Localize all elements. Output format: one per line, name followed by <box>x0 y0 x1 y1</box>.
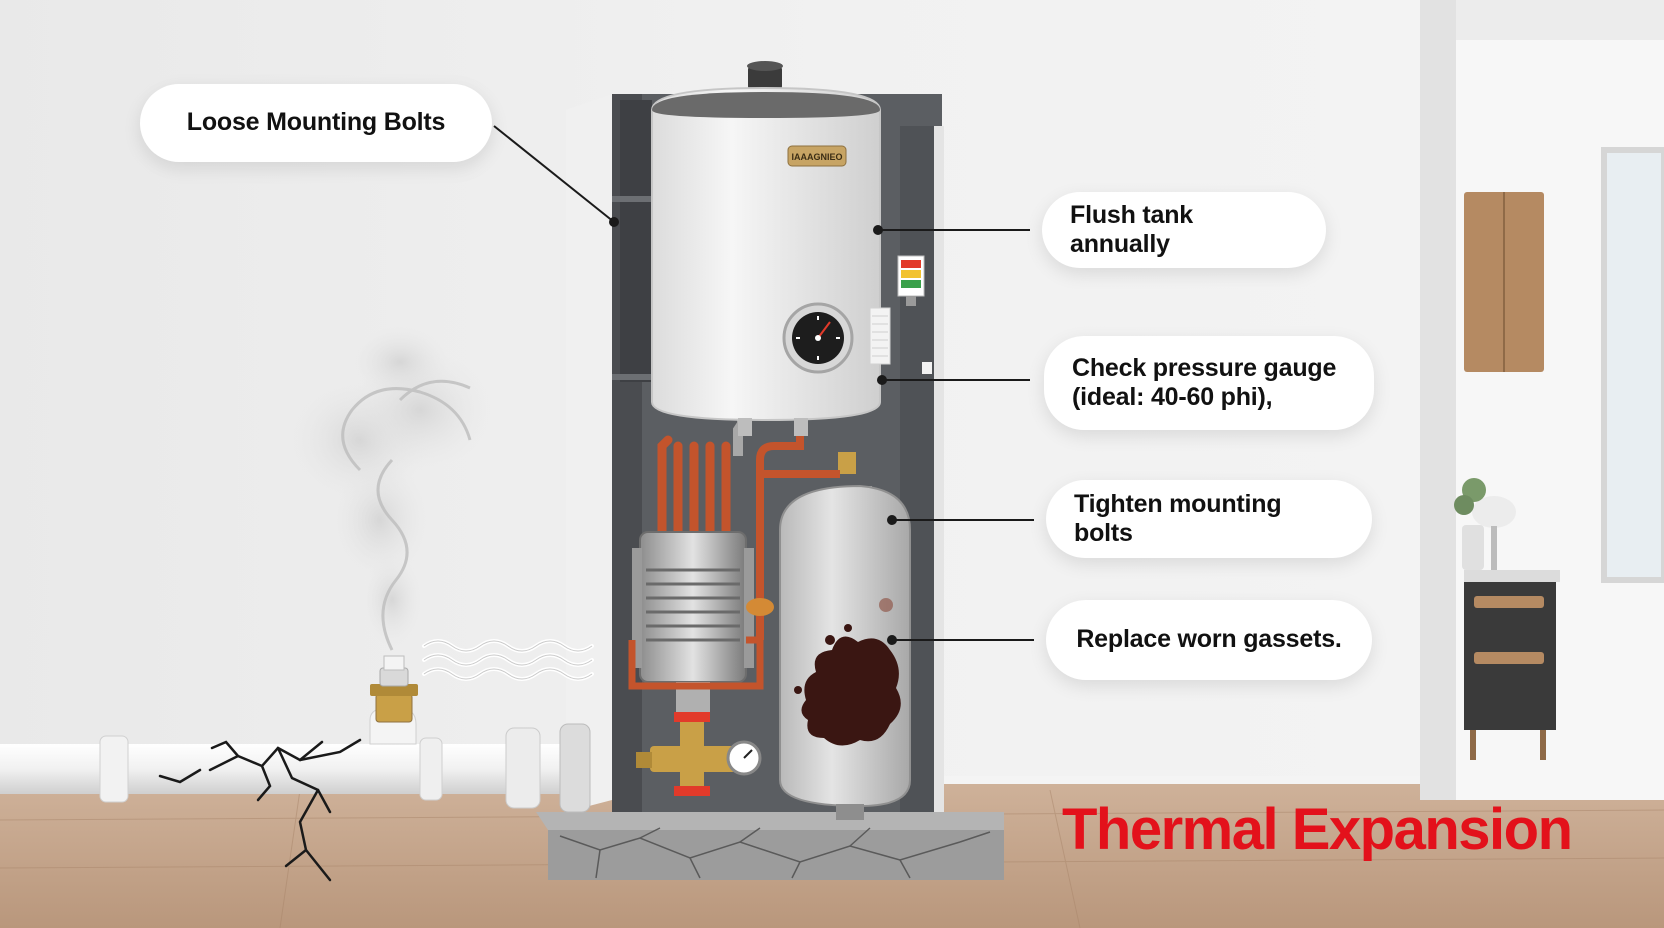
callout-check-pressure-line2: (ideal: 40-60 phi), <box>1072 383 1273 411</box>
callout-flush-tank-text: Flush tank annually <box>1070 200 1194 259</box>
callout-tighten-bolts-text: Tighten mounting bolts <box>1074 489 1282 548</box>
leader-lines <box>493 125 1034 645</box>
cracked-pipe <box>0 707 591 882</box>
bottom-valve <box>636 712 762 796</box>
warning-color-strip-icon <box>897 255 925 306</box>
steam-icon <box>290 326 490 651</box>
main-tank: IAAAGNIEO <box>651 61 925 436</box>
heat-exchanger <box>628 410 856 712</box>
callout-replace-gaskets: Replace worn gassets. <box>1046 600 1372 680</box>
callout-tighten-bolts: Tighten mounting bolts <box>1046 480 1372 558</box>
cracked-base <box>536 812 1004 880</box>
callout-loose-mounting-bolts: Loose Mounting Bolts <box>140 84 492 162</box>
relief-valve <box>370 655 418 723</box>
callout-loose-mounting-bolts-text: Loose Mounting Bolts <box>186 108 446 137</box>
callout-check-pressure: Check pressure gauge (ideal: 40-60 phi), <box>1044 336 1374 430</box>
crack-icon <box>158 738 362 882</box>
expansion-tank <box>779 484 911 820</box>
diagram-title: Thermal Expansion <box>1062 797 1573 862</box>
pressure-gauge-icon <box>782 302 854 374</box>
heater-badge: IAAAGNIEO <box>791 152 842 162</box>
callout-replace-gaskets-text: Replace worn gassets. <box>1076 625 1342 654</box>
background-doorway <box>1420 0 1664 800</box>
callout-check-pressure-line1: Check pressure gauge <box>1072 353 1337 382</box>
callout-flush-tank: Flush tank annually <box>1042 192 1326 268</box>
